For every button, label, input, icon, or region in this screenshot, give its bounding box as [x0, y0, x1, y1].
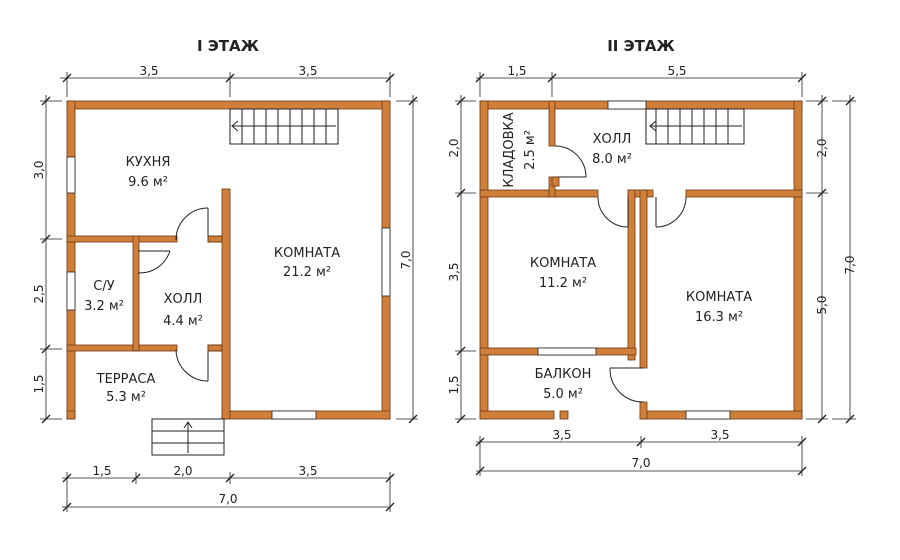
dim-left-1: 3,0 [32, 160, 46, 179]
room-area-hall-2: 8.0 м² [592, 152, 632, 167]
dim2-right-inner-1: 2,0 [815, 138, 829, 157]
dim-right-1: 7,0 [399, 250, 413, 269]
dim-top-2: 3,5 [298, 64, 317, 78]
dim-left-3: 1,5 [32, 374, 46, 393]
room-area-balcony: 5.0 м² [543, 387, 583, 402]
room-name-bathroom: С/У [93, 279, 114, 294]
floor-1-windows [66, 156, 391, 420]
room-area-storage: 2.5 м² [523, 130, 538, 170]
dim2-bottom-1: 3,5 [552, 428, 571, 442]
floor-2-title: II ЭТАЖ [607, 37, 675, 55]
dim2-left-1: 2,0 [447, 138, 461, 157]
dim2-left-2: 3,5 [447, 262, 461, 281]
room-name-living-room: КОМНАТА [274, 246, 340, 261]
floor-1-entrance-steps [151, 418, 225, 456]
dim2-left-3: 1,5 [447, 375, 461, 394]
floor-1-dimension-ticks [41, 73, 418, 512]
dim2-top-1: 1,5 [507, 64, 526, 78]
room-name-bedroom-1: КОМНАТА [530, 256, 596, 271]
floor-2-windows [537, 100, 731, 420]
floor-1-dimension-lines [40, 72, 418, 512]
dim-bottom-3: 3,5 [298, 464, 317, 478]
dim2-bottom-2: 3,5 [710, 428, 729, 442]
room-area-bathroom: 3.2 м² [84, 299, 124, 314]
room-name-kitchen: КУХНЯ [126, 155, 171, 170]
room-name-bedroom-2: КОМНАТА [686, 290, 752, 305]
room-name-hall-1: ХОЛЛ [164, 292, 203, 307]
dim-bottom-total: 7,0 [218, 492, 237, 506]
room-area-bedroom-2: 16.3 м² [695, 310, 743, 325]
room-name-balcony: БАЛКОН [535, 367, 592, 382]
dim2-bottom-total: 7,0 [631, 456, 650, 470]
room-name-storage: КЛАДОВКА [502, 112, 517, 187]
room-area-terrace: 5.3 м² [106, 390, 146, 405]
room-area-bedroom-1: 11.2 м² [539, 276, 587, 291]
dim2-top-2: 5,5 [667, 64, 686, 78]
room-area-hall-1: 4.4 м² [163, 314, 203, 329]
room-area-living-room: 21.2 м² [283, 265, 331, 280]
floor-2-stairs [645, 108, 745, 145]
dim2-right-outer: 7,0 [843, 255, 857, 274]
dim2-right-inner-2: 5,0 [815, 295, 829, 314]
dim-bottom-1: 1,5 [92, 464, 111, 478]
floor-2-doors [554, 145, 687, 403]
room-name-hall-2: ХОЛЛ [593, 132, 632, 147]
floor-1-title: I ЭТАЖ [197, 37, 260, 55]
floor-2-plan: II ЭТАЖ [447, 37, 857, 476]
floor-2-posts [551, 176, 569, 420]
floor-2-dimension-ticks [456, 73, 855, 476]
room-name-terrace: ТЕРРАСА [96, 372, 156, 387]
dim-top-1: 3,5 [139, 64, 158, 78]
dim-bottom-2: 2,0 [173, 464, 192, 478]
floor-1-stairs [229, 108, 339, 145]
dim-left-2: 2,5 [32, 284, 46, 303]
floor-1-plan: I ЭТАЖ [32, 37, 418, 512]
floor-1-doors [137, 207, 223, 382]
room-area-kitchen: 9.6 м² [128, 175, 168, 190]
